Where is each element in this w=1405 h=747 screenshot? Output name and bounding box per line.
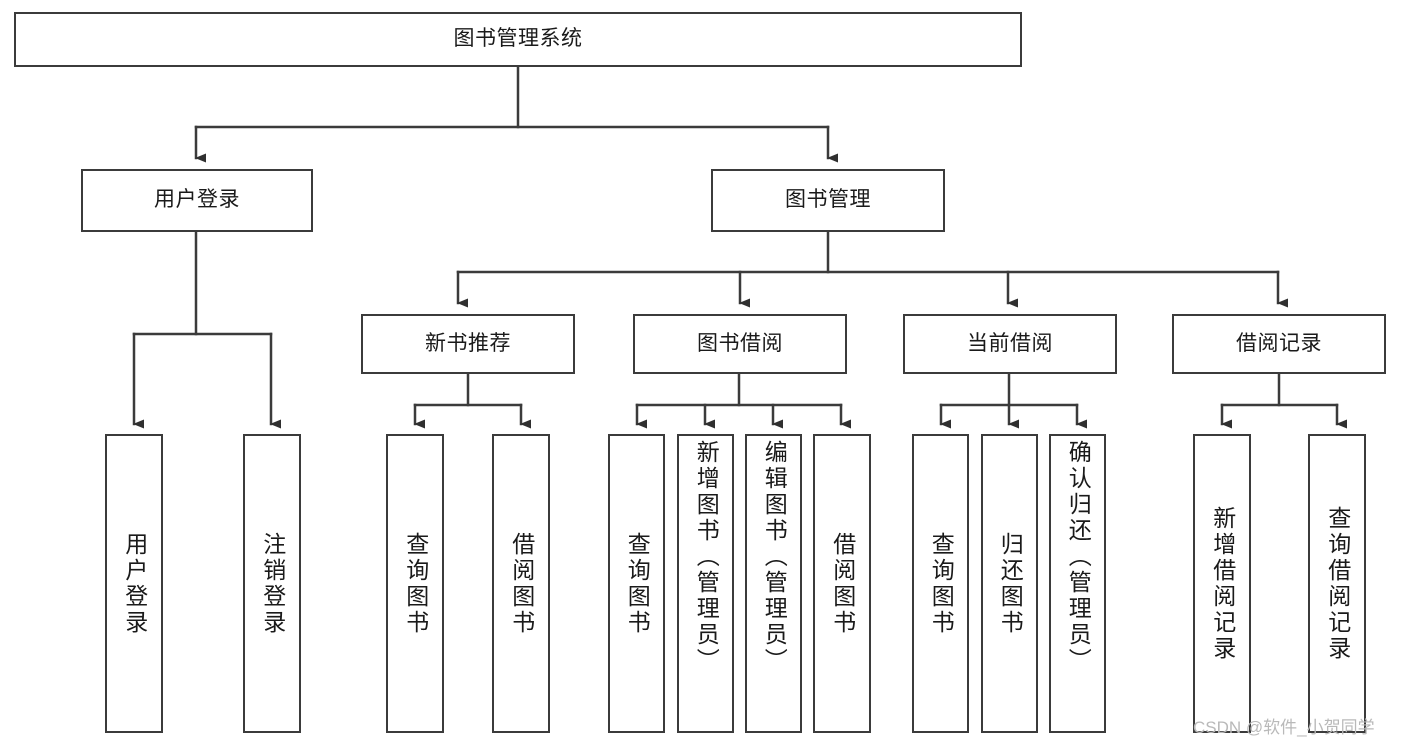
node-label: 归还图书	[997, 531, 1024, 636]
node-label: 当前借阅	[967, 331, 1053, 355]
node-label: 新书推荐	[425, 331, 511, 355]
leaf-query-book-recommend[interactable]: 查询图书	[386, 434, 444, 733]
leaf-borrow-book[interactable]: 借阅图书	[813, 434, 871, 733]
node-label: 新增借阅记录	[1209, 505, 1236, 662]
node-label: 用户登录	[121, 531, 148, 636]
node-root-system[interactable]: 图书管理系统	[14, 12, 1022, 67]
node-label: 图书管理	[785, 188, 871, 212]
leaf-logout-login[interactable]: 注销登录	[243, 434, 301, 733]
node-label: 查询图书	[402, 531, 429, 636]
node-label: 注销登录	[259, 531, 286, 636]
node-label: 查询图书	[928, 531, 955, 636]
node-label: 编辑图书（管理员）	[761, 440, 788, 674]
leaf-edit-book-admin[interactable]: 编辑图书（管理员）	[745, 434, 802, 733]
node-label: 借阅图书	[829, 531, 856, 636]
leaf-query-book-borrow[interactable]: 查询图书	[608, 434, 665, 733]
node-current-borrow[interactable]: 当前借阅	[903, 314, 1117, 374]
node-label: 图书管理系统	[453, 27, 583, 51]
node-book-borrow[interactable]: 图书借阅	[633, 314, 847, 374]
node-label: 图书借阅	[697, 331, 783, 355]
node-label: 借阅图书	[508, 531, 535, 636]
leaf-borrow-book-recommend[interactable]: 借阅图书	[492, 434, 550, 733]
node-label: 确认归还（管理员）	[1065, 440, 1092, 674]
leaf-return-book[interactable]: 归还图书	[981, 434, 1038, 733]
node-label: 用户登录	[154, 188, 240, 212]
leaf-add-book-admin[interactable]: 新增图书（管理员）	[677, 434, 734, 733]
leaf-user-login[interactable]: 用户登录	[105, 434, 163, 733]
leaf-add-borrow-record[interactable]: 新增借阅记录	[1193, 434, 1251, 733]
node-label: 新增图书（管理员）	[693, 440, 720, 674]
leaf-confirm-return-admin[interactable]: 确认归还（管理员）	[1049, 434, 1106, 733]
node-user-login[interactable]: 用户登录	[81, 169, 313, 232]
node-new-book-recommend[interactable]: 新书推荐	[361, 314, 575, 374]
node-label: 借阅记录	[1236, 331, 1322, 355]
node-label: 查询图书	[624, 531, 651, 636]
watermark-text: CSDN @软件_小贺同学	[1193, 718, 1375, 737]
node-borrow-record[interactable]: 借阅记录	[1172, 314, 1386, 374]
node-label: 查询借阅记录	[1324, 505, 1351, 662]
node-book-management[interactable]: 图书管理	[711, 169, 945, 232]
leaf-query-book-current[interactable]: 查询图书	[912, 434, 969, 733]
leaf-query-borrow-record[interactable]: 查询借阅记录	[1308, 434, 1366, 733]
